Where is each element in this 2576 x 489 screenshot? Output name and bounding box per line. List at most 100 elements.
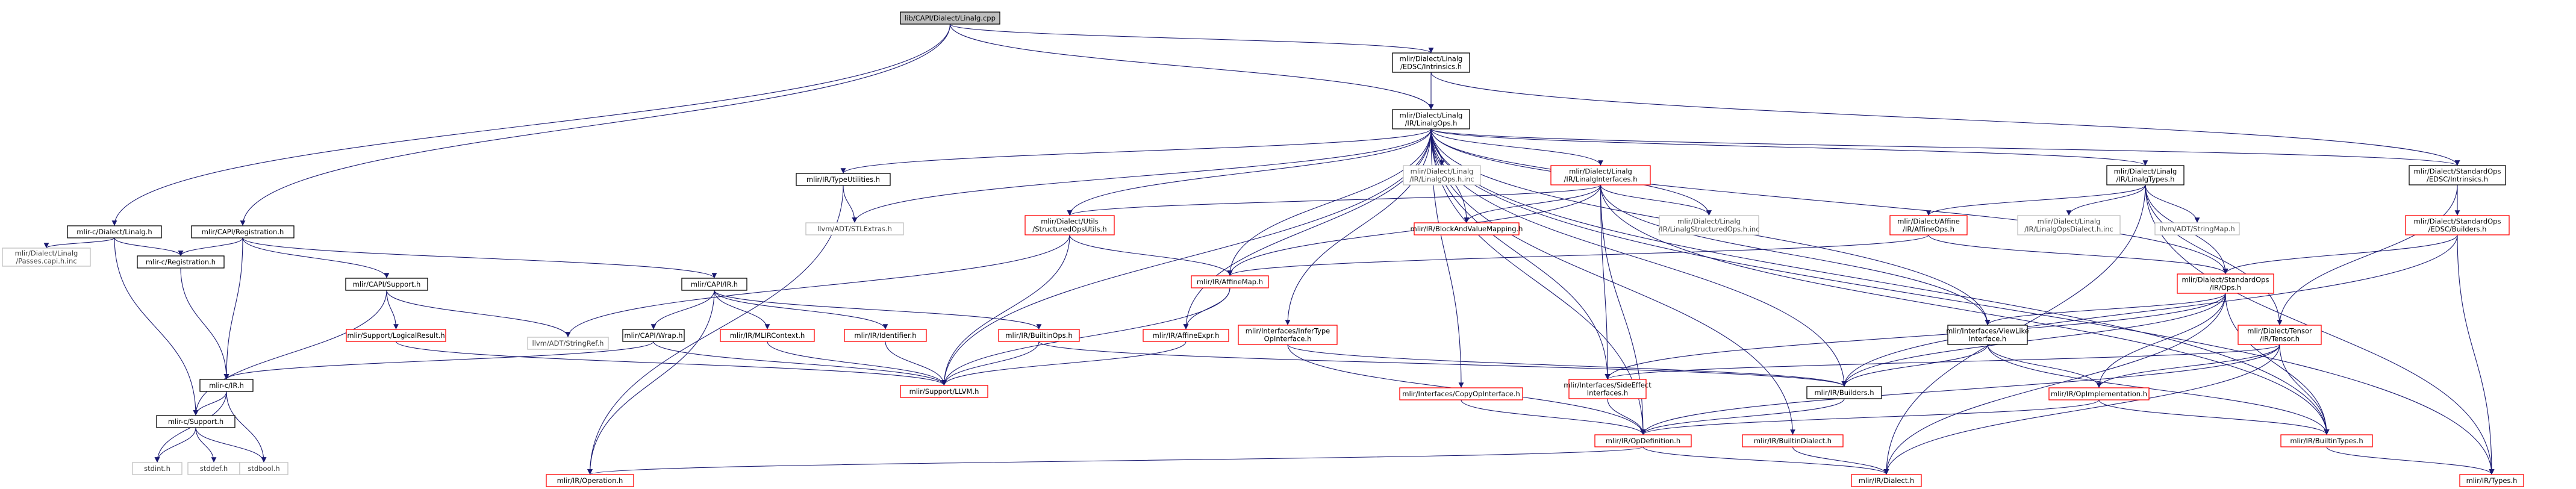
node-box bbox=[796, 173, 891, 186]
edge-view_like_interface-to-builtin_types bbox=[1987, 344, 2330, 435]
node-label-line: Interface.h bbox=[1969, 335, 2006, 343]
node-label-line: /IR/LinalgTypes.h bbox=[2116, 175, 2175, 184]
edge-capi_registration-to-capi_ir bbox=[242, 237, 717, 279]
node-label-line: mlir/IR/AffineMap.h bbox=[1197, 278, 1263, 286]
node-stdint: stdint.h bbox=[132, 462, 182, 475]
edge-structured_ops_utils-to-affine_map bbox=[1069, 234, 1233, 276]
node-box bbox=[2, 248, 91, 267]
node-label-line: mlir/IR/Identifier.h bbox=[854, 331, 916, 340]
node-linalg-ops[interactable]: mlir/Dialect/Linalg/IR/LinalgOps.h bbox=[1392, 109, 1470, 129]
node-operation[interactable]: mlir/IR/Operation.h bbox=[546, 474, 634, 487]
node-box bbox=[2409, 165, 2506, 185]
node-builtin-ops[interactable]: mlir/IR/BuiltinOps.h bbox=[998, 329, 1080, 342]
edge-tensor-to-side_effect_interfaces bbox=[1605, 344, 2280, 380]
edge-capi_linalg-to-linalg_passes_capi bbox=[43, 237, 115, 249]
node-block-and-value-mapping[interactable]: mlir/IR/BlockAndValueMapping.h bbox=[1411, 222, 1523, 235]
node-linalg-cpp: lib/CAPI/Dialect/Linalg.cpp bbox=[900, 11, 1000, 25]
node-builtin-types[interactable]: mlir/IR/BuiltinTypes.h bbox=[2280, 434, 2373, 447]
node-identifier[interactable]: mlir/IR/Identifier.h bbox=[844, 329, 927, 342]
node-c-ir[interactable]: mlir-c/IR.h bbox=[199, 379, 254, 392]
node-linalg-passes-capi: mlir/Dialect/Linalg/Passes.capi.h.inc bbox=[2, 248, 91, 267]
node-label-line: /IR/LinalgStructuredOps.h.inc bbox=[1658, 225, 1759, 234]
node-type-utilities[interactable]: mlir/IR/TypeUtilities.h bbox=[796, 173, 891, 186]
node-label-line: stdint.h bbox=[144, 464, 170, 473]
node-mlir-context[interactable]: mlir/IR/MLIRContext.h bbox=[720, 329, 815, 342]
node-label-line: mlir/Dialect/StandardOps bbox=[2414, 217, 2501, 226]
node-label-line: mlir/IR/Builders.h bbox=[1814, 388, 1874, 397]
edge-linalg_ops-to-std_intrinsics bbox=[1430, 128, 2460, 166]
node-edsc-intrinsics[interactable]: mlir/Dialect/Linalg/EDSC/Intrinsics.h bbox=[1392, 52, 1470, 73]
node-box bbox=[1399, 387, 1523, 400]
node-label-line: stdbool.h bbox=[248, 464, 279, 473]
node-linalg-ops-h-inc: mlir/Dialect/Linalg/IR/LinalgOps.h.inc bbox=[1403, 165, 1481, 185]
node-support-llvm[interactable]: mlir/Support/LLVM.h bbox=[900, 385, 988, 398]
node-builders[interactable]: mlir/IR/Builders.h bbox=[1806, 386, 1882, 399]
edge-linalg_cpp-to-capi_registration bbox=[240, 23, 951, 226]
edge-linalg_interfaces-to-side_effect_interfaces bbox=[1600, 184, 1611, 380]
edge-capi_wrap-to-c_ir bbox=[223, 341, 654, 380]
edge-builtin_ops-to-builders bbox=[1038, 341, 1847, 387]
node-tensor[interactable]: mlir/Dialect/Tensor/IR/Tensor.h bbox=[2238, 325, 2322, 345]
edge-tensor-to-op_definition bbox=[1640, 344, 2280, 435]
node-box bbox=[1403, 165, 1481, 185]
node-affine-ops[interactable]: mlir/Dialect/Affine/IR/AffineOps.h bbox=[1889, 215, 1968, 235]
node-std-intrinsics[interactable]: mlir/Dialect/StandardOps/EDSC/Intrinsics… bbox=[2409, 165, 2506, 185]
node-label-line: mlir/CAPI/IR.h bbox=[691, 280, 738, 288]
edge-capi_registration-to-c_ir bbox=[223, 237, 243, 380]
node-label-line: mlir/Dialect/Tensor bbox=[2247, 327, 2312, 335]
edge-std_ops-to-op_implementation bbox=[2096, 293, 2226, 388]
node-box bbox=[1191, 275, 1269, 288]
node-linalg-types[interactable]: mlir/Dialect/Linalg/IR/LinalgTypes.h bbox=[2106, 165, 2185, 185]
node-label-line: mlir/IR/MLIRContext.h bbox=[730, 331, 805, 340]
edge-capi_ir-to-identifier bbox=[714, 290, 888, 330]
edge-structured_ops_utils-to-support_llvm bbox=[941, 234, 1070, 386]
node-linalg-structured-ops-inc: mlir/Dialect/Linalg/IR/LinalgStructuredO… bbox=[1658, 215, 1760, 235]
node-std-builders[interactable]: mlir/Dialect/StandardOps/EDSC/Builders.h bbox=[2405, 215, 2510, 235]
node-affine-map[interactable]: mlir/IR/AffineMap.h bbox=[1191, 275, 1269, 288]
edge-std_builders-to-std_ops bbox=[2222, 234, 2458, 275]
edge-linalg_cpp-to-edsc_intrinsics bbox=[949, 23, 1434, 54]
node-copy-op-interface[interactable]: mlir/Interfaces/CopyOpInterface.h bbox=[1399, 387, 1523, 400]
node-box bbox=[1851, 474, 1922, 487]
node-op-implementation[interactable]: mlir/IR/OpImplementation.h bbox=[2048, 387, 2150, 400]
node-c-registration[interactable]: mlir-c/Registration.h bbox=[137, 255, 225, 269]
node-capi-linalg[interactable]: mlir-c/Dialect/Linalg.h bbox=[67, 225, 162, 238]
edge-linalg_ops-to-infer_type_op_interface bbox=[1285, 128, 1432, 326]
node-support-logical-result[interactable]: mlir/Support/LogicalResult.h bbox=[346, 329, 446, 342]
node-box bbox=[1889, 215, 1968, 235]
node-box bbox=[900, 385, 988, 398]
node-capi-wrap[interactable]: mlir/CAPI/Wrap.h bbox=[622, 329, 685, 342]
node-ir-dialect[interactable]: mlir/IR/Dialect.h bbox=[1851, 474, 1922, 487]
node-label-line: mlir/Dialect/Linalg bbox=[1677, 217, 1741, 226]
edge-c_support-to-stddef bbox=[195, 427, 217, 463]
edge-linalg_interfaces-to-builtin_types bbox=[1600, 184, 2330, 435]
node-linalg-ops-dialect-inc: mlir/Dialect/Linalg/IR/LinalgOpsDialect.… bbox=[2017, 215, 2121, 235]
edge-c_ir-to-stdbool bbox=[226, 391, 267, 463]
node-label-line: /EDSC/Intrinsics.h bbox=[2427, 175, 2488, 184]
edge-c_ir-to-c_support bbox=[193, 391, 227, 416]
node-c-support[interactable]: mlir-c/Support.h bbox=[156, 415, 235, 428]
node-box bbox=[681, 278, 747, 291]
node-label-line: /EDSC/Builders.h bbox=[2428, 225, 2487, 234]
node-affine-expr[interactable]: mlir/IR/AffineExpr.h bbox=[1143, 329, 1229, 342]
node-capi-ir[interactable]: mlir/CAPI/IR.h bbox=[681, 278, 747, 291]
node-capi-support[interactable]: mlir/CAPI/Support.h bbox=[345, 278, 428, 291]
node-structured-ops-utils[interactable]: mlir/Dialect/Utils/StructuredOpsUtils.h bbox=[1024, 215, 1115, 235]
node-label-line: /Passes.capi.h.inc bbox=[16, 257, 76, 266]
node-capi-registration[interactable]: mlir/CAPI/Registration.h bbox=[191, 225, 295, 238]
edge-linalg_interfaces-to-structured_ops_utils bbox=[1067, 184, 1601, 216]
node-std-ops[interactable]: mlir/Dialect/StandardOps/IR/Ops.h bbox=[2177, 273, 2274, 294]
node-ir-types[interactable]: mlir/IR/Types.h bbox=[2459, 474, 2524, 487]
node-label-line: mlir/Dialect/Linalg bbox=[1569, 167, 1632, 176]
node-op-definition[interactable]: mlir/IR/OpDefinition.h bbox=[1594, 434, 1692, 447]
node-box bbox=[137, 255, 225, 269]
node-builtin-dialect[interactable]: mlir/IR/BuiltinDialect.h bbox=[1742, 434, 1844, 447]
node-linalg-interfaces[interactable]: mlir/Dialect/Linalg/IR/LinalgInterfaces.… bbox=[1550, 165, 1651, 185]
node-label-line: mlir/CAPI/Wrap.h bbox=[624, 331, 682, 340]
edge-capi_linalg-to-c_support bbox=[114, 237, 199, 416]
edge-op_implementation-to-builtin_types bbox=[2098, 399, 2330, 435]
node-label-line: mlir/Dialect/Linalg bbox=[2114, 167, 2177, 176]
